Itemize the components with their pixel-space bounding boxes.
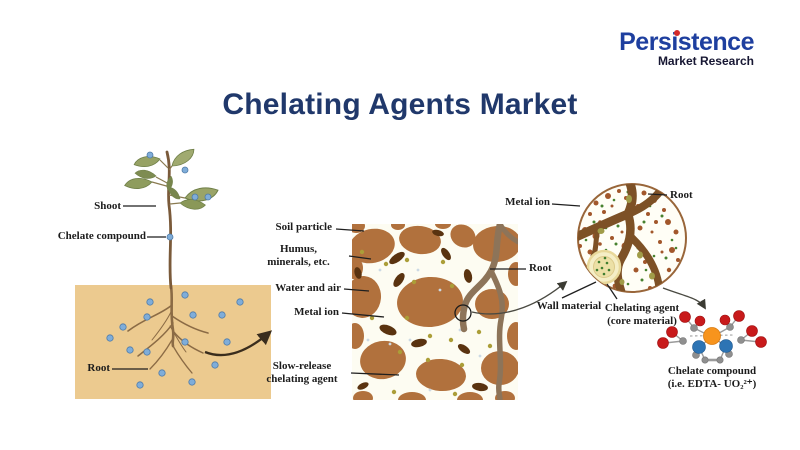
humus-shapes: [354, 229, 488, 392]
shoot-label: Shoot: [94, 200, 121, 212]
chelating-agent-label-line2: (core material): [607, 315, 677, 327]
page-title: Chelating Agents Market: [222, 88, 578, 121]
chelate-dots-plant: [146, 151, 212, 241]
slow-release-label: Slow-release chelating agent: [256, 360, 348, 386]
brand-name-text: Persistence: [619, 28, 754, 56]
wall-material-label: Wall material: [536, 300, 602, 312]
root-nodes: [597, 195, 655, 285]
molecule-nitrogen-atoms: [692, 339, 733, 354]
molecule-carbon-atoms: [679, 323, 745, 364]
brand-name: Persistence: [619, 29, 754, 55]
water-air-label: Water and air: [275, 282, 341, 294]
chelating-agent-label-line1: Chelating agent: [604, 302, 680, 314]
chelate-compound-formula-line2: (i.e. EDTA- UO₂²⁺): [667, 378, 757, 390]
humus-label: Humus, minerals, etc.: [250, 243, 347, 269]
chelate-compound-label: Chelate compound: [57, 230, 146, 242]
water-air-dots: [366, 268, 502, 392]
molecule-oxygen-atoms: [657, 310, 767, 349]
plant-illustration: [75, 148, 273, 399]
metal-ion-label-right: Metal ion: [505, 196, 550, 208]
molecule-uranium-atom: [703, 327, 721, 345]
soil-root: [459, 224, 518, 400]
root-label-plant: Root: [87, 362, 110, 374]
chelating-agent-label: Chelating agent (core material): [601, 302, 683, 328]
root-label-soil: Root: [529, 262, 552, 274]
capsule: [586, 249, 622, 285]
zoom-connector-arrow: [471, 280, 568, 315]
slow-release-label-line1: Slow-release: [272, 360, 332, 372]
metal-ion-label-mid: Metal ion: [294, 306, 339, 318]
leader-lines: [112, 193, 668, 376]
plant-stem: [165, 150, 173, 290]
chelate-dots-soil: [106, 291, 244, 389]
soil-micrograph: [352, 224, 568, 400]
molecule-connector-arrow: [662, 287, 706, 310]
molecule-structure: [657, 310, 767, 364]
root-label-circle: Root: [670, 189, 693, 201]
plant-roots: [127, 284, 209, 374]
zoom-marker-circle: [454, 304, 472, 322]
brand-tagline: Market Research: [657, 54, 754, 68]
soil-square-content: [352, 224, 518, 400]
slow-release-label-line2: chelating agent: [266, 373, 338, 385]
chelate-compound-formula-label: Chelate compound (i.e. EDTA- UO₂²⁺): [658, 365, 766, 391]
brand-logo: Persistence Market Research: [619, 29, 754, 68]
uptake-arrow: [204, 330, 273, 357]
chelate-compound-formula-line1: Chelate compound: [667, 365, 757, 377]
soil-particle-label: Soil particle: [275, 221, 332, 233]
brand-i-dot-icon: [674, 30, 681, 36]
humus-label-line2: minerals, etc.: [267, 256, 330, 268]
humus-label-line1: Humus,: [280, 243, 317, 255]
